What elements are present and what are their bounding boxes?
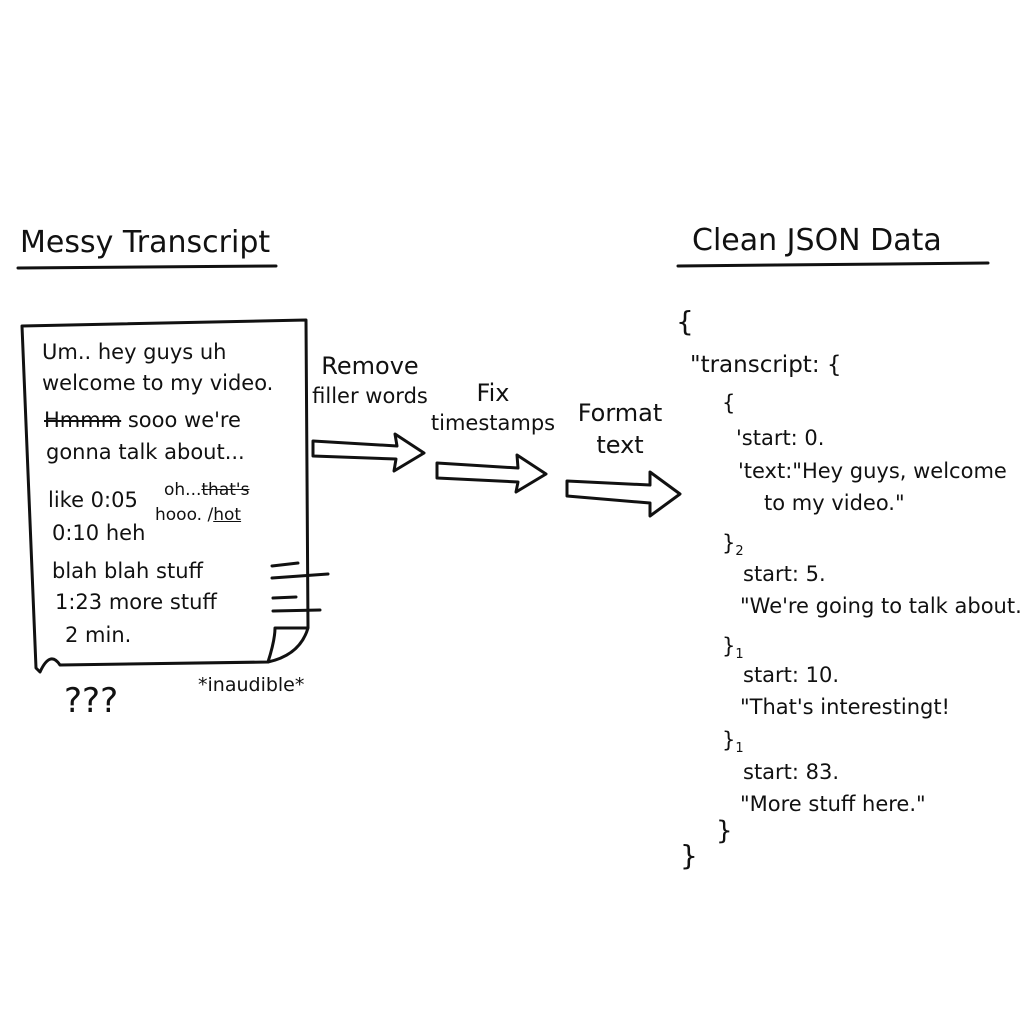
underlined-text: hot: [213, 505, 242, 525]
json-line: start: 5.: [743, 562, 826, 586]
messy-line: like 0:05: [48, 488, 138, 512]
step-label: text: [596, 431, 644, 460]
messy-line: welcome to my video.: [42, 371, 274, 395]
struck-text: that's: [201, 480, 250, 500]
messy-line: gonna talk about...: [46, 440, 245, 464]
json-line: "We're going to talk about...": [740, 594, 1024, 618]
step-label: Format: [577, 399, 663, 427]
step-label: timestamps: [430, 411, 556, 436]
json-close-brace: }: [680, 839, 698, 872]
json-key: "transcript: {: [690, 352, 842, 378]
messy-line: 1:23 more stuff: [55, 590, 217, 614]
brace: }: [722, 634, 736, 658]
question-marks: ???: [64, 681, 119, 721]
json-brace: }2: [722, 531, 744, 560]
brace-sub: 1: [735, 647, 744, 663]
step-remove-filler: Remove filler words: [304, 350, 436, 411]
scribble-2: [271, 595, 322, 613]
right-title: Clean JSON Data: [692, 223, 942, 258]
brace: }: [722, 728, 736, 752]
messy-text: oh...: [164, 480, 202, 500]
messy-line: 2 min.: [65, 623, 132, 647]
scribble-1: [270, 561, 330, 580]
messy-text: sooo we're: [127, 408, 241, 432]
json-line: start: 10.: [743, 663, 840, 687]
paper-outline: [20, 318, 310, 674]
messy-line: 0:10 heh: [52, 521, 146, 545]
messy-text: hooo.: [155, 505, 203, 525]
json-open-brace: {: [676, 305, 694, 338]
right-title-underline: [676, 261, 990, 268]
json-line: to my video.": [764, 491, 905, 515]
step-label: filler words: [312, 384, 428, 409]
step-label: Fix: [476, 379, 510, 407]
messy-line: Um.. hey guys uh: [42, 340, 227, 364]
brace-sub: 1: [735, 741, 744, 757]
json-line: "More stuff here.": [740, 792, 926, 816]
messy-aside: oh...that's: [164, 482, 249, 499]
json-line: 'text:"Hey guys, welcome: [738, 459, 1007, 483]
json-brace: }1: [722, 634, 744, 663]
step-fix-timestamps: Fix timestamps: [428, 377, 558, 438]
arrow-1: [311, 432, 426, 473]
arrow-2: [435, 453, 548, 494]
json-line: start: 83.: [743, 760, 840, 784]
json-line: 'start: 0.: [736, 426, 825, 450]
messy-line-hmm: Hmmm sooo we're: [44, 410, 241, 431]
json-brace: }: [716, 816, 733, 846]
messy-line: blah blah stuff: [52, 559, 203, 583]
brace: }: [722, 531, 736, 555]
struck-filler: Hmmm: [44, 408, 122, 432]
arrow-3: [565, 470, 682, 518]
inaudible-note: *inaudible*: [198, 674, 305, 696]
brace-sub: 2: [735, 544, 744, 560]
step-label: Remove: [321, 352, 419, 380]
step-format-text: Format text: [560, 397, 680, 462]
left-title-underline: [16, 264, 278, 270]
json-brace: {: [722, 391, 736, 415]
messy-aside: hooo. /hot: [155, 505, 242, 525]
paper-curl: [266, 626, 309, 664]
left-title: Messy Transcript: [20, 225, 271, 260]
json-line: "That's interestingt!: [740, 695, 950, 719]
json-brace: }1: [722, 728, 744, 757]
